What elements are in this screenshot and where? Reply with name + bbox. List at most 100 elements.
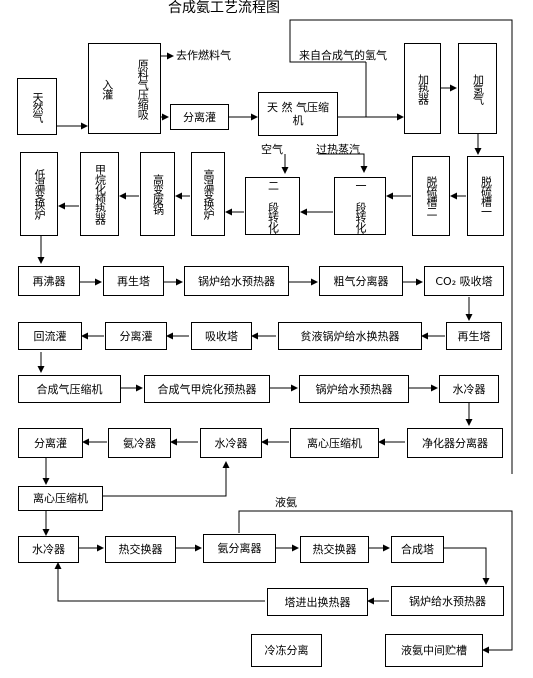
ht-shift-box: 高温变换炉 bbox=[191, 152, 225, 236]
arrow-towerexchanger-to-watercooler3 bbox=[54, 562, 265, 602]
fuel-gas-label: 去作燃料气 bbox=[176, 49, 231, 62]
purifier-separator-label: 净化器分离器 bbox=[422, 436, 488, 450]
liquid-ammonia-label: 液氨 bbox=[275, 496, 297, 509]
syngas-methanation-preheater-label: 合成气甲烷化预热器 bbox=[157, 382, 257, 396]
waste-heat-boiler-box: 高变废锅 bbox=[140, 152, 175, 236]
regen-tower-1-box: 再生塔 bbox=[103, 266, 164, 296]
syngas-hydrogen-label: 来自合成气的氢气 bbox=[299, 49, 387, 62]
heating-furnace-label: 加热器 bbox=[416, 73, 430, 104]
boiler-water-preheater-1-label: 锅炉给水预热器 bbox=[198, 274, 275, 288]
liquid-ammonia-tank-label: 液氨中间贮槽 bbox=[401, 644, 467, 657]
reflux-tank-label: 回流灌 bbox=[33, 329, 67, 343]
crude-gas-separator-label: 粗气分离器 bbox=[333, 274, 389, 288]
lt-shift-box: 低温变换炉 bbox=[20, 152, 58, 236]
syngas-compressor-label: 合成气压缩机 bbox=[36, 382, 103, 396]
primary-reformer-box: 一 段转化炉 bbox=[334, 177, 386, 235]
feed-gas-compressor-label: 原料气压缩吸 bbox=[136, 58, 150, 119]
boiler-water-preheater-3-label: 锅炉给水预热器 bbox=[409, 594, 486, 608]
separator-tank-1-label: 分离灌 bbox=[183, 110, 216, 124]
co2-absorber-label: CO₂ 吸收塔 bbox=[435, 274, 493, 288]
desulfurizer-1-label: 脱硫槽一 bbox=[479, 176, 493, 216]
methanator-preheater-box: 甲烷化预热器 bbox=[80, 152, 119, 236]
arrow-centcomp2-to-watercooler2 bbox=[103, 461, 230, 497]
superheated-steam-label: 过热蒸汽 bbox=[316, 143, 360, 156]
arrow-liquid-ammonia-to-tank bbox=[238, 510, 513, 654]
desulfurizer-2-label: 脱硫槽二 bbox=[425, 176, 438, 216]
boiler-water-preheater-2-label: 锅炉给水预热器 bbox=[315, 382, 393, 396]
water-cooler-2-box: 水冷器 bbox=[200, 428, 262, 458]
natural-gas-label: 天然气 bbox=[31, 91, 44, 122]
separator-tank-1-box: 分离灌 bbox=[170, 104, 229, 130]
ammonia-cooler-label: 氨冷器 bbox=[123, 436, 156, 450]
regen-tower-1-label: 再生塔 bbox=[117, 274, 150, 288]
lean-solution-exchanger-box: 贫液锅炉给水换热器 bbox=[278, 322, 422, 350]
natural-gas-compressor-label: 天 然 气压缩机 bbox=[267, 101, 329, 127]
water-cooler-1-box: 水冷器 bbox=[439, 375, 499, 403]
methanator-preheater-label: 甲烷化预热器 bbox=[93, 164, 107, 224]
synthesis-tower-box: 合成塔 bbox=[391, 536, 444, 563]
inlet-and-compressor-box: 入灌 原料气压缩吸 bbox=[88, 43, 161, 134]
crude-gas-separator-box: 粗气分离器 bbox=[319, 266, 403, 296]
absorber-label: 吸收塔 bbox=[205, 329, 238, 343]
inlet-tank-label: 入灌 bbox=[100, 78, 114, 99]
boiler-water-preheater-2-box: 锅炉给水预热器 bbox=[299, 375, 409, 403]
separator-tank-3-box: 分离灌 bbox=[18, 428, 83, 458]
reboiler-label: 再沸器 bbox=[32, 274, 66, 288]
purifier-separator-box: 净化器分离器 bbox=[407, 428, 503, 458]
hydrogenator-label: 加氢气 bbox=[471, 73, 485, 104]
air-label: 空气 bbox=[261, 143, 283, 156]
reflux-tank-box: 回流灌 bbox=[18, 322, 82, 350]
tower-inlet-exchanger-box: 塔进出换热器 bbox=[267, 588, 368, 616]
separator-tank-3-label: 分离灌 bbox=[34, 436, 67, 450]
heat-exchanger-2-label: 热交换器 bbox=[312, 543, 357, 556]
syngas-methanation-preheater-box: 合成气甲烷化预热器 bbox=[144, 375, 270, 403]
arrow-synthesis-to-bwp3 bbox=[444, 547, 490, 585]
natural-gas-box: 天然气 bbox=[17, 78, 57, 135]
heat-exchanger-2-box: 热交换器 bbox=[300, 536, 369, 563]
liquid-ammonia-tank-box: 液氨中间贮槽 bbox=[385, 634, 483, 667]
absorber-box: 吸收塔 bbox=[191, 322, 252, 350]
line-hydrogen-return-loop bbox=[289, 19, 513, 474]
frozen-separation-box: 冷冻分离 bbox=[251, 634, 322, 667]
water-cooler-3-box: 水冷器 bbox=[18, 536, 79, 563]
water-cooler-1-label: 水冷器 bbox=[452, 382, 486, 396]
heat-exchanger-1-box: 热交换器 bbox=[105, 536, 176, 563]
regen-tower-2-box: 再生塔 bbox=[446, 322, 502, 350]
syngas-compressor-box: 合成气压缩机 bbox=[18, 375, 121, 403]
ammonia-cooler-box: 氨冷器 bbox=[108, 428, 171, 458]
water-cooler-3-label: 水冷器 bbox=[32, 543, 65, 556]
desulfurizer-1-box: 脱硫槽一 bbox=[467, 156, 504, 236]
boiler-water-preheater-1-box: 锅炉给水预热器 bbox=[184, 266, 289, 296]
diagram-title: 合成氨工艺流程图 bbox=[168, 0, 280, 16]
centrifugal-compressor-1-box: 离心压缩机 bbox=[290, 428, 379, 458]
ht-shift-label: 高温变换炉 bbox=[202, 169, 215, 219]
arrow-steam-to-reformer1 bbox=[318, 153, 368, 173]
water-cooler-2-label: 水冷器 bbox=[214, 436, 248, 450]
reboiler-box: 再沸器 bbox=[18, 266, 80, 296]
separator-tank-2-label: 分离灌 bbox=[119, 329, 153, 343]
lean-solution-exchanger-label: 贫液锅炉给水换热器 bbox=[300, 329, 400, 343]
secondary-reformer-box: 二 段转化炉 bbox=[245, 177, 300, 235]
centrifugal-compressor-1-label: 离心压缩机 bbox=[307, 436, 362, 450]
natural-gas-compressor-box: 天 然 气压缩机 bbox=[258, 92, 338, 136]
ammonia-separator-label: 氨分离器 bbox=[217, 542, 262, 555]
frozen-separation-label: 冷冻分离 bbox=[264, 644, 309, 657]
waste-heat-boiler-label: 高变废锅 bbox=[151, 174, 165, 214]
boiler-water-preheater-3-box: 锅炉给水预热器 bbox=[391, 586, 504, 616]
desulfurizer-2-box: 脱硫槽二 bbox=[412, 156, 450, 236]
lt-shift-label: 低温变换炉 bbox=[33, 169, 46, 219]
secondary-reformer-label: 二 段转化炉 bbox=[266, 180, 280, 235]
ammonia-separator-box: 氨分离器 bbox=[203, 534, 276, 563]
tower-inlet-exchanger-label: 塔进出换热器 bbox=[284, 595, 351, 609]
centrifugal-compressor-2-label: 离心压缩机 bbox=[33, 492, 88, 505]
separator-tank-2-box: 分离灌 bbox=[105, 322, 167, 350]
heating-furnace-box: 加热器 bbox=[404, 43, 441, 134]
co2-absorber-box: CO₂ 吸收塔 bbox=[424, 266, 504, 296]
hydrogenator-box: 加氢气 bbox=[458, 43, 497, 134]
primary-reformer-label: 一 段转化炉 bbox=[354, 180, 367, 235]
synthesis-tower-label: 合成塔 bbox=[401, 543, 434, 556]
regen-tower-2-label: 再生塔 bbox=[457, 329, 491, 343]
heat-exchanger-1-label: 热交换器 bbox=[118, 543, 163, 556]
